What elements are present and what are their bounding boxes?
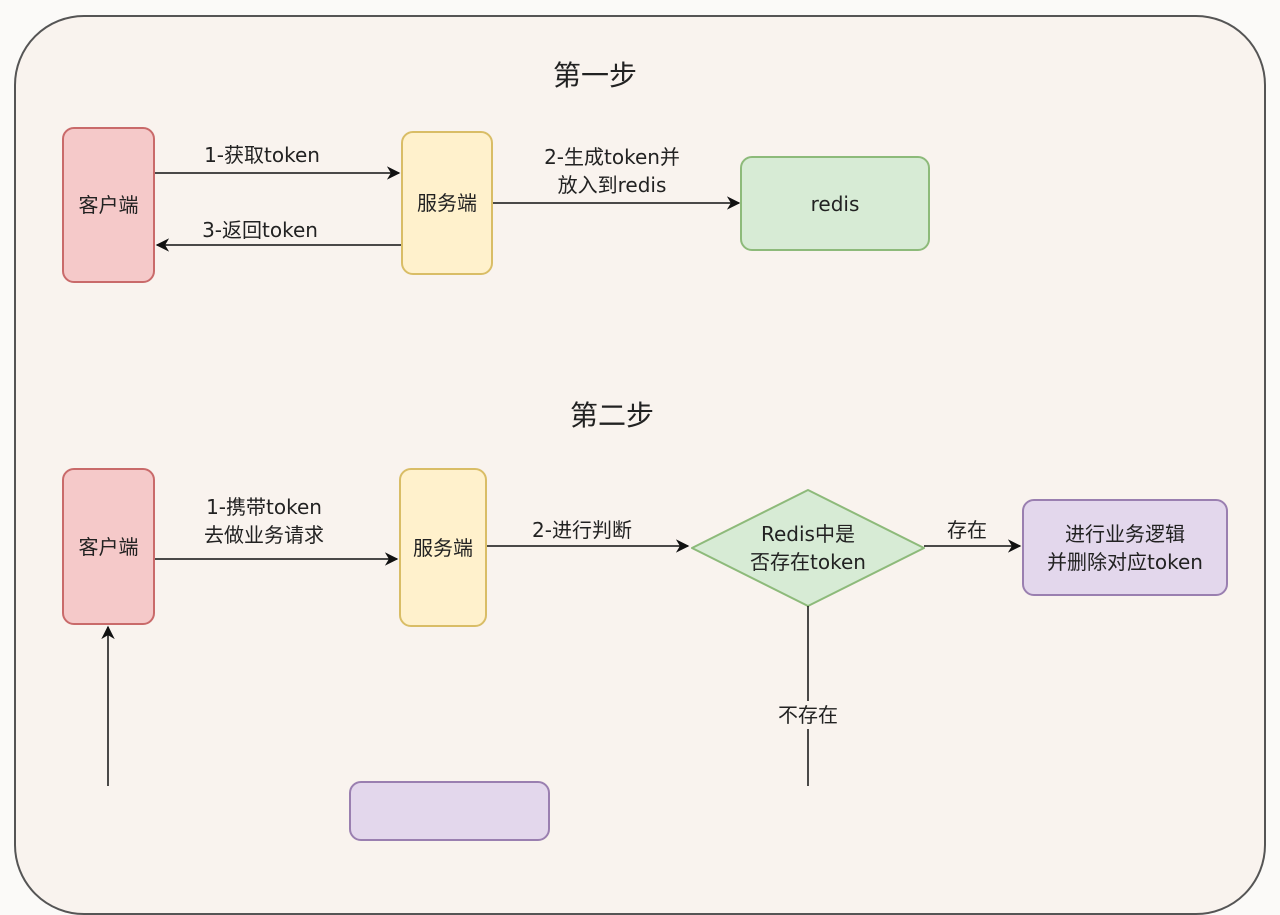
step2-client-node: 客户端 — [62, 468, 155, 625]
step1-server-node: 服务端 — [401, 131, 493, 275]
label-request-line1: 1-携带token — [206, 495, 322, 519]
partial-purple-node — [349, 781, 550, 841]
step1-client-node: 客户端 — [62, 127, 155, 283]
label-store-line1: 2-生成token并 — [544, 145, 680, 169]
label-store-redis: 2-生成token并 放入到redis — [544, 143, 680, 199]
decision-text: Redis中是 否存在token — [692, 490, 924, 606]
label-get-token: 1-获取token — [204, 141, 320, 169]
label-return-token: 3-返回token — [202, 216, 318, 244]
process-node: 进行业务逻辑 并删除对应token — [1022, 499, 1228, 596]
decision-line2: 否存在token — [750, 550, 866, 574]
step2-server-node: 服务端 — [399, 468, 487, 627]
label-judge: 2-进行判断 — [532, 516, 632, 544]
connectors — [101, 166, 1022, 786]
label-not-exists: 不存在 — [778, 701, 838, 729]
step1-title: 第一步 — [552, 59, 638, 92]
label-request: 1-携带token 去做业务请求 — [204, 493, 324, 549]
decision-line1: Redis中是 — [761, 522, 855, 546]
process-line2: 并删除对应token — [1047, 549, 1203, 574]
label-store-line2: 放入到redis — [557, 173, 667, 197]
redis-node: redis — [740, 156, 930, 251]
process-line1: 进行业务逻辑 — [1065, 521, 1185, 546]
step2-title: 第二步 — [569, 399, 655, 432]
label-request-line2: 去做业务请求 — [204, 523, 324, 547]
label-exists: 存在 — [947, 516, 987, 544]
